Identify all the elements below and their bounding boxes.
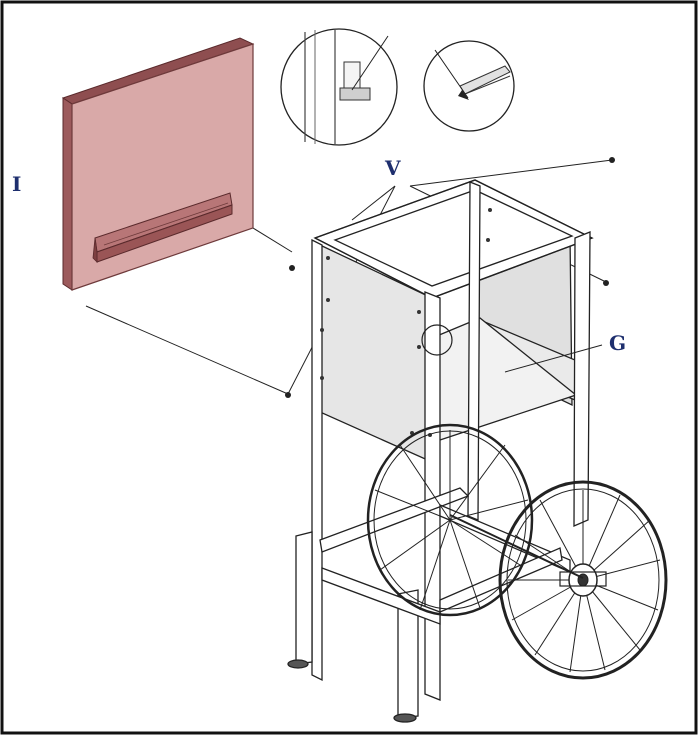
detail-circle-1 [280,28,398,146]
label-panel-i: I [12,172,22,196]
label-shelf-g: G [609,331,627,355]
detail-circle-2 [423,40,515,132]
wheel-front [498,480,668,680]
panel-guide-lines [85,227,293,395]
bracket-highlight-circle [421,324,453,356]
side-panel-i [61,37,255,291]
axle [449,514,584,579]
label-screws-v: V [385,156,401,180]
screw-holes [320,208,492,437]
cart-frame [287,179,594,723]
shelf-leader-line [504,344,603,373]
